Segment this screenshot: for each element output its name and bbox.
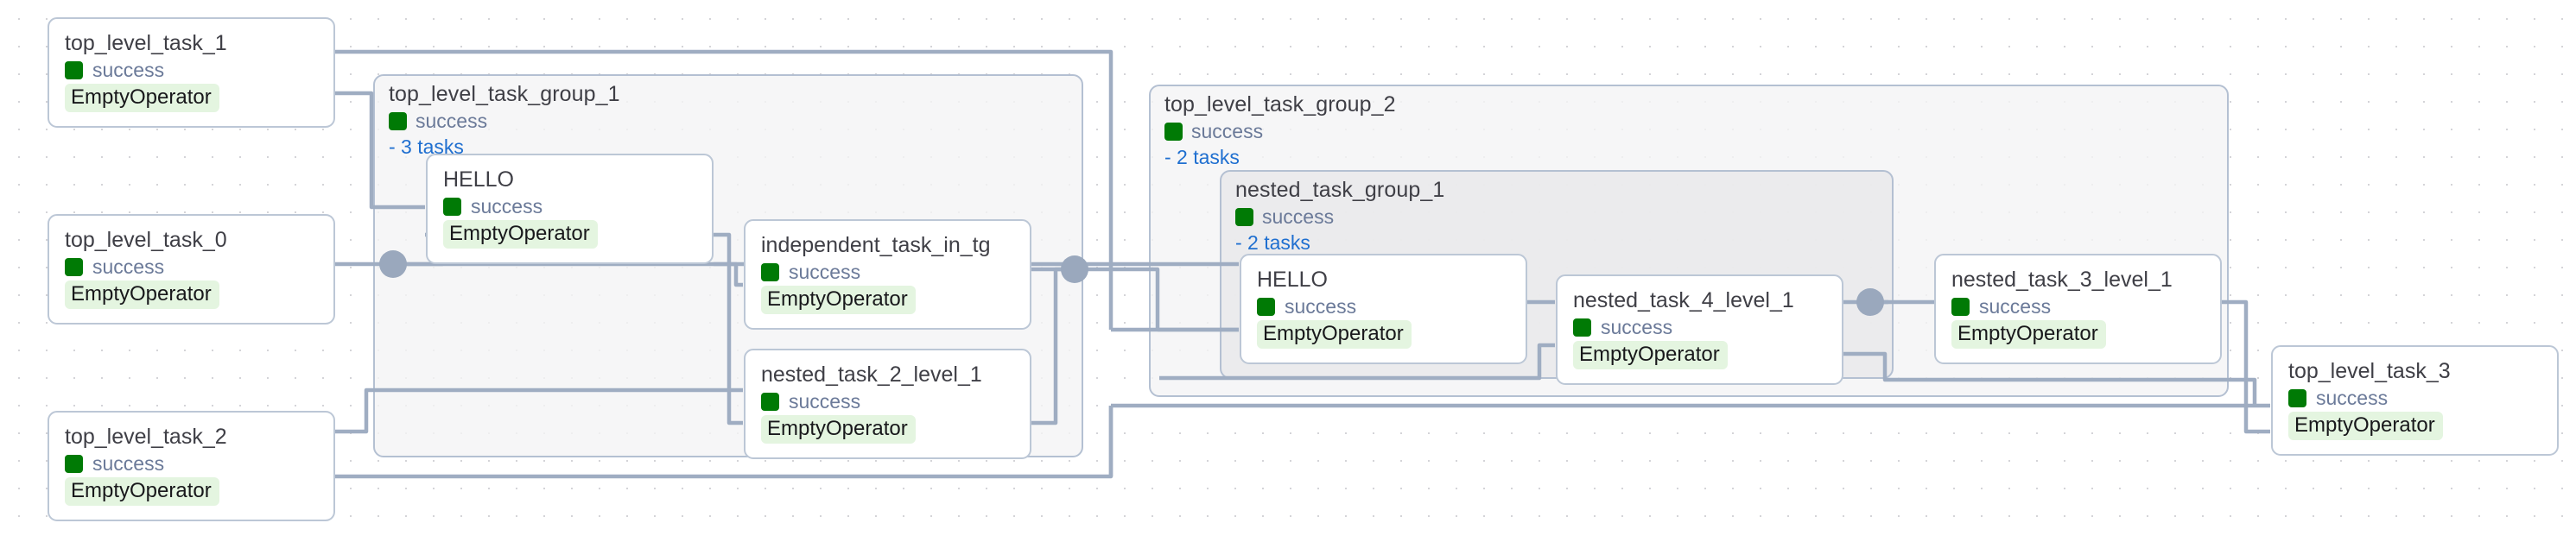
- status-swatch-icon: [65, 257, 83, 276]
- task-node-operator: EmptyOperator: [1573, 340, 1728, 370]
- task-node-ntg1-hello[interactable]: HELLO success EmptyOperator: [1240, 254, 1527, 364]
- task-node-title: top_level_task_0: [65, 228, 227, 252]
- task-group-task-count[interactable]: - 2 tasks: [1164, 145, 1240, 168]
- task-node-title: nested_task_2_level_1: [761, 362, 982, 387]
- task-node-title: top_level_task_1: [65, 31, 227, 55]
- status-swatch-icon: [1164, 122, 1183, 141]
- task-node-status: success: [65, 451, 333, 475]
- task-node-nested_task_4_level_1[interactable]: nested_task_4_level_1 success EmptyOpera…: [1556, 274, 1843, 385]
- task-group-status-label: success: [1262, 205, 1335, 228]
- task-node-title: HELLO: [443, 167, 514, 192]
- task-node-status: success: [443, 194, 712, 217]
- task-node-title: nested_task_4_level_1: [1573, 288, 1794, 312]
- task-group-status: success: [1235, 205, 1444, 228]
- task-group-status: success: [1164, 119, 1396, 142]
- task-node-status: success: [761, 389, 1030, 413]
- task-node-top_level_task_0[interactable]: top_level_task_0 success EmptyOperator: [48, 214, 335, 325]
- task-node-status: success: [1951, 294, 2220, 318]
- status-swatch-icon: [761, 392, 779, 411]
- edge-nt3-to-tlt3: [2222, 299, 2270, 434]
- status-swatch-icon: [389, 111, 407, 130]
- status-swatch-icon: [1951, 297, 1970, 316]
- task-node-status: success: [65, 60, 333, 80]
- task-node-operator: EmptyOperator: [761, 414, 916, 444]
- status-swatch-icon: [1235, 207, 1253, 226]
- task-node-status-label: success: [92, 58, 165, 81]
- task-group-title: top_level_task_group_1: [389, 82, 620, 106]
- task-node-operator: EmptyOperator: [2288, 411, 2443, 441]
- task-node-nested_task_2_level_1[interactable]: nested_task_2_level_1 success EmptyOpera…: [744, 349, 1031, 459]
- task-node-tg1-hello[interactable]: HELLO success EmptyOperator: [426, 154, 714, 264]
- task-group-title: top_level_task_group_2: [1164, 92, 1396, 117]
- task-node-operator: EmptyOperator: [443, 219, 598, 249]
- task-node-operator: EmptyOperator: [65, 476, 219, 507]
- task-node-status: success: [761, 262, 1030, 282]
- task-group-status: success: [389, 109, 620, 132]
- task-node-title: top_level_task_2: [65, 425, 227, 449]
- task-node-top_level_task_1[interactable]: top_level_task_1 success EmptyOperator: [48, 17, 335, 128]
- status-swatch-icon: [65, 60, 83, 79]
- task-node-title: independent_task_in_tg: [761, 233, 991, 257]
- status-swatch-icon: [443, 197, 461, 216]
- edge-group1-junction-right: [1075, 267, 1160, 330]
- task-node-title: nested_task_3_level_1: [1951, 268, 2173, 292]
- status-swatch-icon: [2288, 388, 2306, 407]
- task-node-status-label: success: [92, 451, 165, 475]
- task-node-operator: EmptyOperator: [1257, 319, 1412, 350]
- task-node-status-label: success: [1601, 315, 1673, 338]
- task-node-nested_task_3_level_1[interactable]: nested_task_3_level_1 success EmptyOpera…: [1934, 254, 2222, 364]
- task-group-header: nested_task_group_1 success - 2 tasks: [1235, 178, 1445, 255]
- task-node-status: success: [65, 255, 333, 278]
- status-swatch-icon: [1573, 318, 1591, 337]
- task-node-operator: EmptyOperator: [65, 280, 219, 310]
- task-node-title: top_level_task_3: [2288, 359, 2451, 383]
- task-group-status-label: success: [416, 109, 488, 132]
- task-node-status-label: success: [2316, 386, 2389, 409]
- task-node-status-label: success: [1285, 294, 1357, 318]
- task-group-header: top_level_task_group_2 success - 2 tasks: [1164, 92, 1396, 169]
- task-node-status-label: success: [789, 389, 861, 413]
- task-node-status: success: [1573, 315, 1842, 338]
- task-node-top_level_task_2[interactable]: top_level_task_2 success EmptyOperator: [48, 411, 335, 521]
- status-swatch-icon: [1257, 297, 1275, 316]
- task-node-status: success: [2288, 388, 2557, 408]
- status-swatch-icon: [65, 454, 83, 473]
- task-group-title: nested_task_group_1: [1235, 178, 1445, 202]
- task-node-operator: EmptyOperator: [1951, 319, 2106, 350]
- task-group-status-label: success: [1191, 119, 1264, 142]
- task-node-status: success: [1257, 294, 1526, 318]
- task-node-status-label: success: [789, 260, 861, 283]
- task-node-independent_task_in_tg[interactable]: independent_task_in_tg success EmptyOper…: [744, 219, 1031, 330]
- task-node-operator: EmptyOperator: [65, 83, 219, 113]
- task-node-status-label: success: [1979, 294, 2052, 318]
- task-group-header: top_level_task_group_1 success - 3 tasks: [389, 82, 620, 159]
- task-node-title: HELLO: [1257, 268, 1328, 292]
- task-node-status-label: success: [92, 255, 165, 278]
- task-node-operator: EmptyOperator: [761, 285, 916, 315]
- status-swatch-icon: [761, 262, 779, 281]
- task-node-status-label: success: [471, 194, 543, 217]
- task-group-task-count[interactable]: - 2 tasks: [1235, 230, 1310, 254]
- task-node-top_level_task_3[interactable]: top_level_task_3 success EmptyOperator: [2271, 345, 2559, 456]
